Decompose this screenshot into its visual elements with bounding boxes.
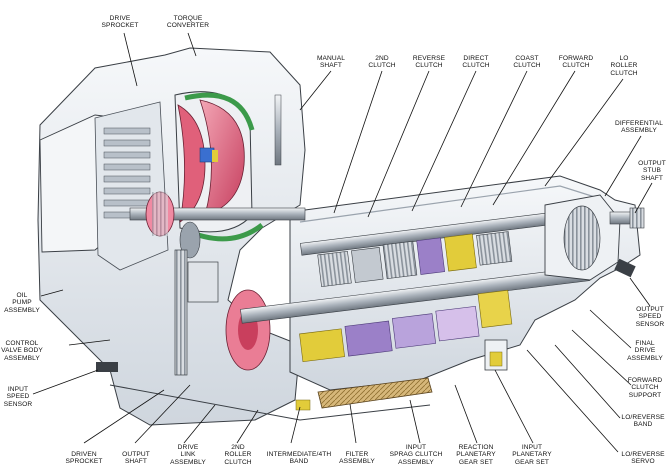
forward-clutch-pack [444, 233, 477, 272]
lower-components [96, 94, 508, 421]
coast-clutch-pack [416, 237, 446, 275]
leader-lines [32, 32, 653, 453]
lo-roller-clutch-pack [476, 231, 513, 266]
gear-train [240, 206, 600, 363]
sprocket-teeth [152, 192, 168, 236]
drive-sprocket-assembly [129, 191, 306, 259]
band-yellow-segment [295, 399, 311, 411]
second-clutch-pack [317, 250, 352, 288]
output-speed-sensor-body [614, 258, 636, 278]
planetary-sets [299, 289, 513, 363]
filter-assembly-body [317, 377, 433, 409]
case-top-rib [299, 185, 599, 223]
pump-rotor [179, 221, 201, 259]
forward-support-yellow [477, 289, 513, 328]
stator-blue-block [199, 147, 215, 163]
output-stub-splines [629, 207, 645, 229]
direct-clutch-pack [382, 240, 418, 279]
torque-converter-assembly [174, 91, 264, 242]
input-planetary-carrier [391, 313, 437, 349]
stator-band [184, 92, 255, 131]
pump-hub-yellow [212, 150, 218, 162]
converter-impeller [177, 104, 206, 223]
servo-piston-yellow [489, 351, 503, 367]
manual-shaft-rod [274, 94, 282, 166]
valve-body-bores [103, 127, 151, 219]
driven-sprocket-gear [225, 289, 271, 371]
input-speed-sensor-body [96, 362, 118, 372]
differential-ring-gear [563, 205, 601, 271]
reaction-planetary-carrier [435, 305, 480, 342]
drive-link-belt [174, 249, 188, 376]
clutch-packs-upper [317, 231, 513, 288]
drive-link-belt-side [187, 261, 219, 303]
oil-pan-edge [109, 384, 431, 421]
differential-assembly [544, 194, 645, 281]
valve-body-plate [94, 101, 169, 271]
input-sprag-ring [344, 320, 393, 357]
intermediate-band-ring [299, 328, 345, 363]
reverse-clutch-pack [351, 247, 384, 283]
